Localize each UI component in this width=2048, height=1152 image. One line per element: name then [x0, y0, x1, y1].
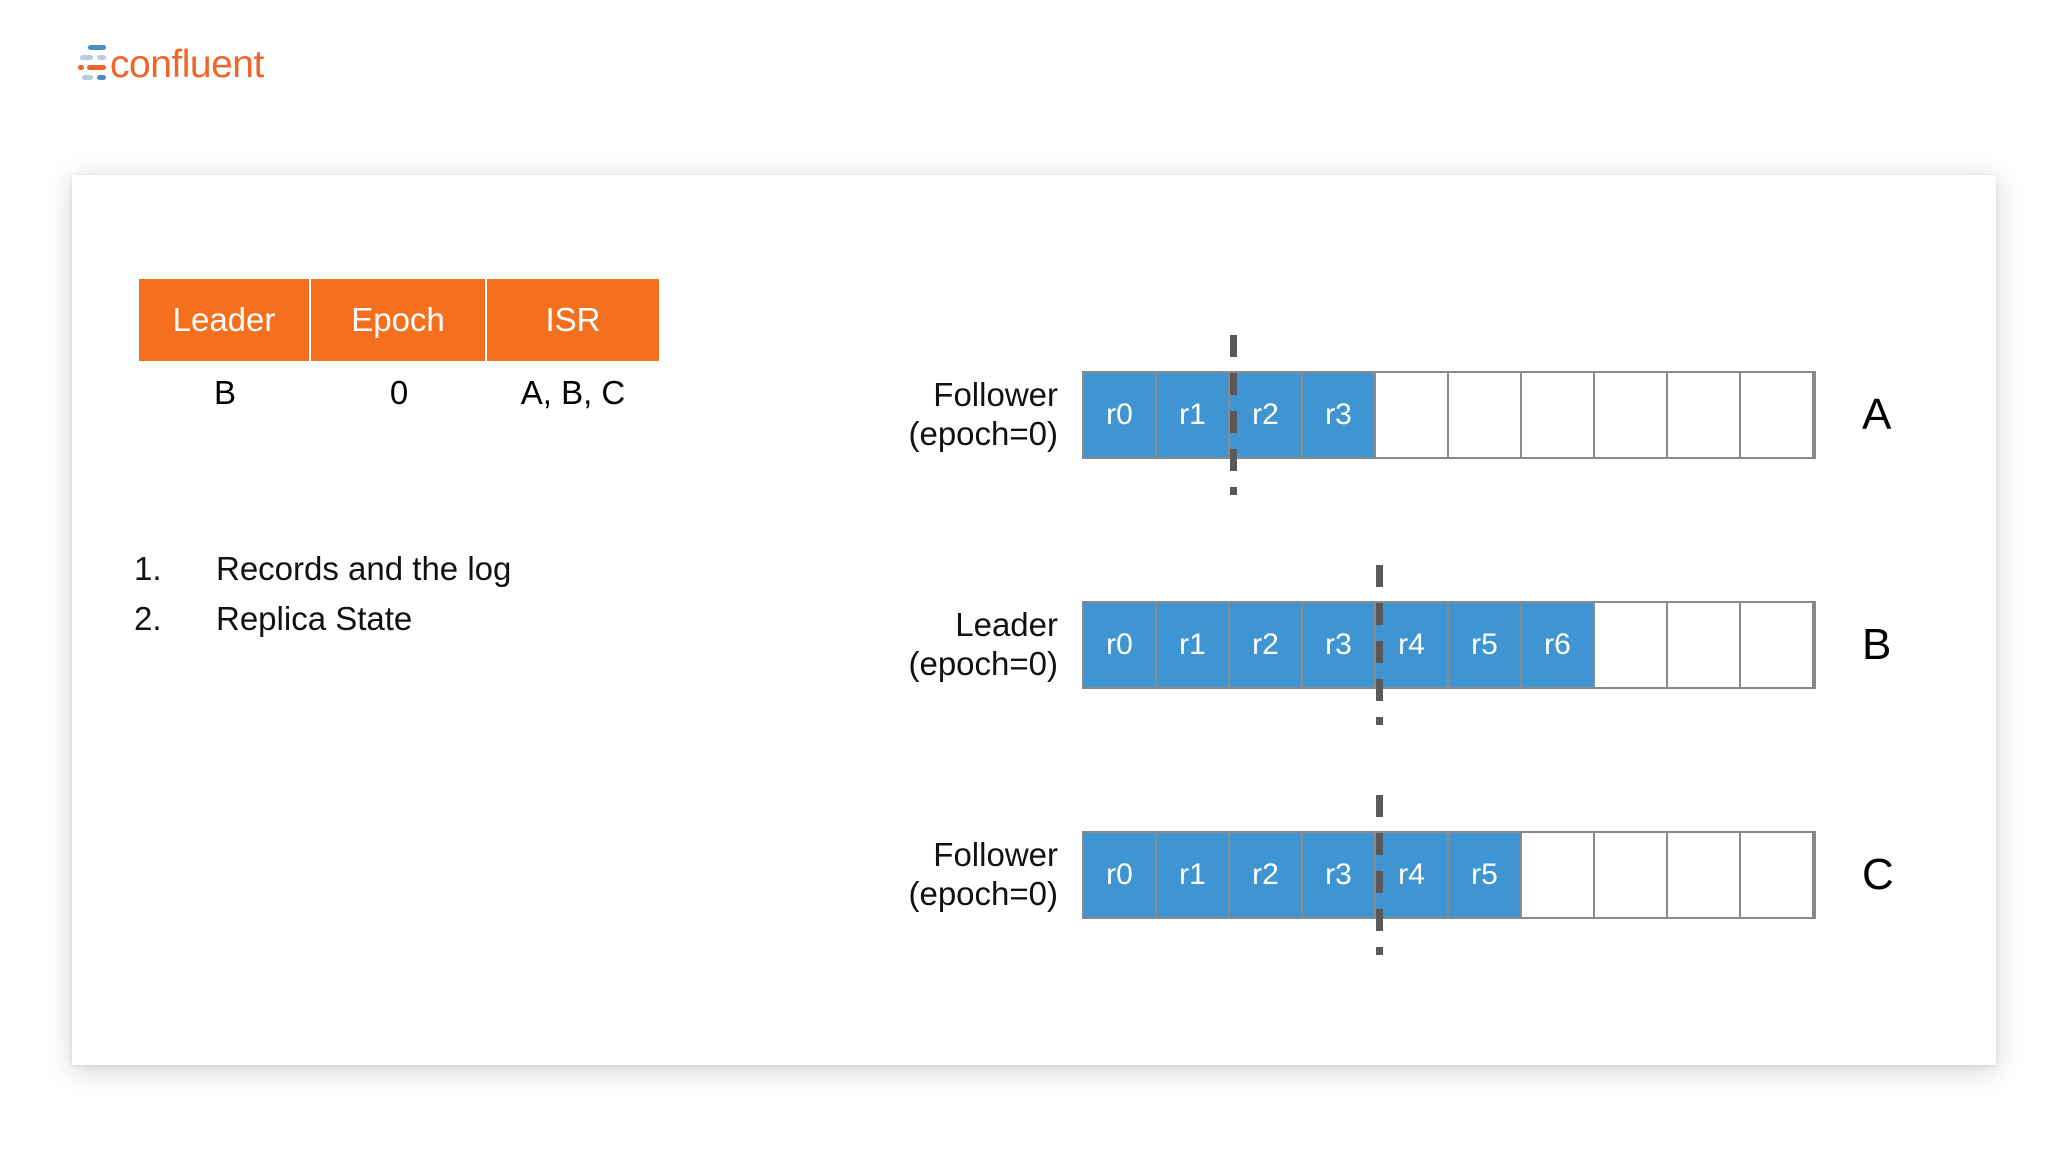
replica-label-a: A — [1862, 390, 1892, 439]
list-item: 2. Replica State — [134, 600, 834, 638]
log-cell: r3 — [1303, 833, 1376, 917]
log-row-c-role: Follower (epoch=0) — [832, 836, 1082, 913]
table-value-leader: B — [213, 374, 236, 411]
replica-state-table-values: B 0 A, B, C — [139, 370, 659, 416]
table-header-epoch: Epoch — [311, 279, 487, 361]
log-cell: r1 — [1157, 373, 1230, 457]
log-cell: r2 — [1230, 373, 1303, 457]
table-value-epoch: 0 — [389, 374, 409, 411]
slide-card: Leader Epoch ISR B 0 A, B, C 1. Records … — [72, 175, 1996, 1065]
log-cell: r4 — [1376, 603, 1449, 687]
list-item: 1. Records and the log — [134, 550, 834, 588]
agenda-list: 1. Records and the log 2. Replica State — [134, 550, 834, 650]
log-cell-empty — [1668, 603, 1741, 687]
confluent-wordmark: confluent — [110, 42, 264, 86]
log-row-b-role-epoch: (epoch=0) — [908, 645, 1058, 682]
log-cell-empty — [1595, 833, 1668, 917]
log-row-c-role-name: Follower — [933, 836, 1058, 874]
log-row-a: Follower (epoch=0) r0 r1 r2 r3 A — [832, 335, 1891, 495]
log-cell: r5 — [1449, 603, 1522, 687]
log-cell-empty — [1668, 833, 1741, 917]
replica-log-diagram: Follower (epoch=0) r0 r1 r2 r3 A Leader — [832, 335, 1894, 955]
log-cell-empty — [1522, 373, 1595, 457]
log-cell-empty — [1449, 373, 1522, 457]
log-cell: r1 — [1157, 603, 1230, 687]
list-item-number: 1. — [134, 550, 162, 587]
log-row-a-role-name: Follower — [933, 376, 1058, 414]
high-watermark-marker-c — [1376, 795, 1383, 955]
confluent-logo: confluent — [78, 38, 264, 90]
log-row-c: Follower (epoch=0) r0 r1 r2 r3 r4 r5 C — [832, 795, 1894, 955]
log-strip-c: r0 r1 r2 r3 r4 r5 — [1082, 795, 1816, 955]
log-cell: r1 — [1157, 833, 1230, 917]
log-cell: r0 — [1084, 373, 1157, 457]
log-strip-a: r0 r1 r2 r3 — [1082, 335, 1816, 495]
high-watermark-marker-b — [1376, 565, 1383, 725]
log-row-a-role-epoch: (epoch=0) — [908, 415, 1058, 452]
log-cell-empty — [1595, 603, 1668, 687]
log-cell-empty — [1741, 833, 1814, 917]
table-value-isr: A, B, C — [520, 374, 626, 411]
log-cell-empty — [1595, 373, 1668, 457]
log-row-a-role: Follower (epoch=0) — [832, 376, 1082, 453]
high-watermark-marker-a — [1230, 335, 1237, 495]
log-cell: r0 — [1084, 603, 1157, 687]
log-row-c-role-epoch: (epoch=0) — [908, 875, 1058, 912]
log-cell: r2 — [1230, 603, 1303, 687]
list-item-label: Records and the log — [216, 550, 512, 587]
confluent-logo-mark-icon — [78, 42, 108, 86]
log-strip-b: r0 r1 r2 r3 r4 r5 r6 — [1082, 565, 1816, 725]
log-cell: r3 — [1303, 603, 1376, 687]
log-cell-empty — [1741, 373, 1814, 457]
log-cell: r4 — [1376, 833, 1449, 917]
log-row-b: Leader (epoch=0) r0 r1 r2 r3 r4 r5 r6 B — [832, 565, 1891, 725]
replica-label-c: C — [1862, 850, 1894, 899]
log-cell-empty — [1741, 603, 1814, 687]
log-cell-empty — [1376, 373, 1449, 457]
list-item-label: Replica State — [216, 600, 413, 637]
log-cell: r6 — [1522, 603, 1595, 687]
replica-label-b: B — [1862, 620, 1892, 669]
table-header-leader: Leader — [139, 279, 311, 361]
list-item-number: 2. — [134, 600, 162, 637]
log-cell-empty — [1522, 833, 1595, 917]
log-cell: r3 — [1303, 373, 1376, 457]
log-row-b-role: Leader (epoch=0) — [832, 606, 1082, 683]
log-row-b-role-name: Leader — [955, 606, 1058, 644]
log-cell: r5 — [1449, 833, 1522, 917]
log-cell: r0 — [1084, 833, 1157, 917]
replica-state-table-header: Leader Epoch ISR — [139, 279, 659, 361]
log-cell-empty — [1668, 373, 1741, 457]
table-header-isr: ISR — [487, 279, 659, 361]
log-cell: r2 — [1230, 833, 1303, 917]
